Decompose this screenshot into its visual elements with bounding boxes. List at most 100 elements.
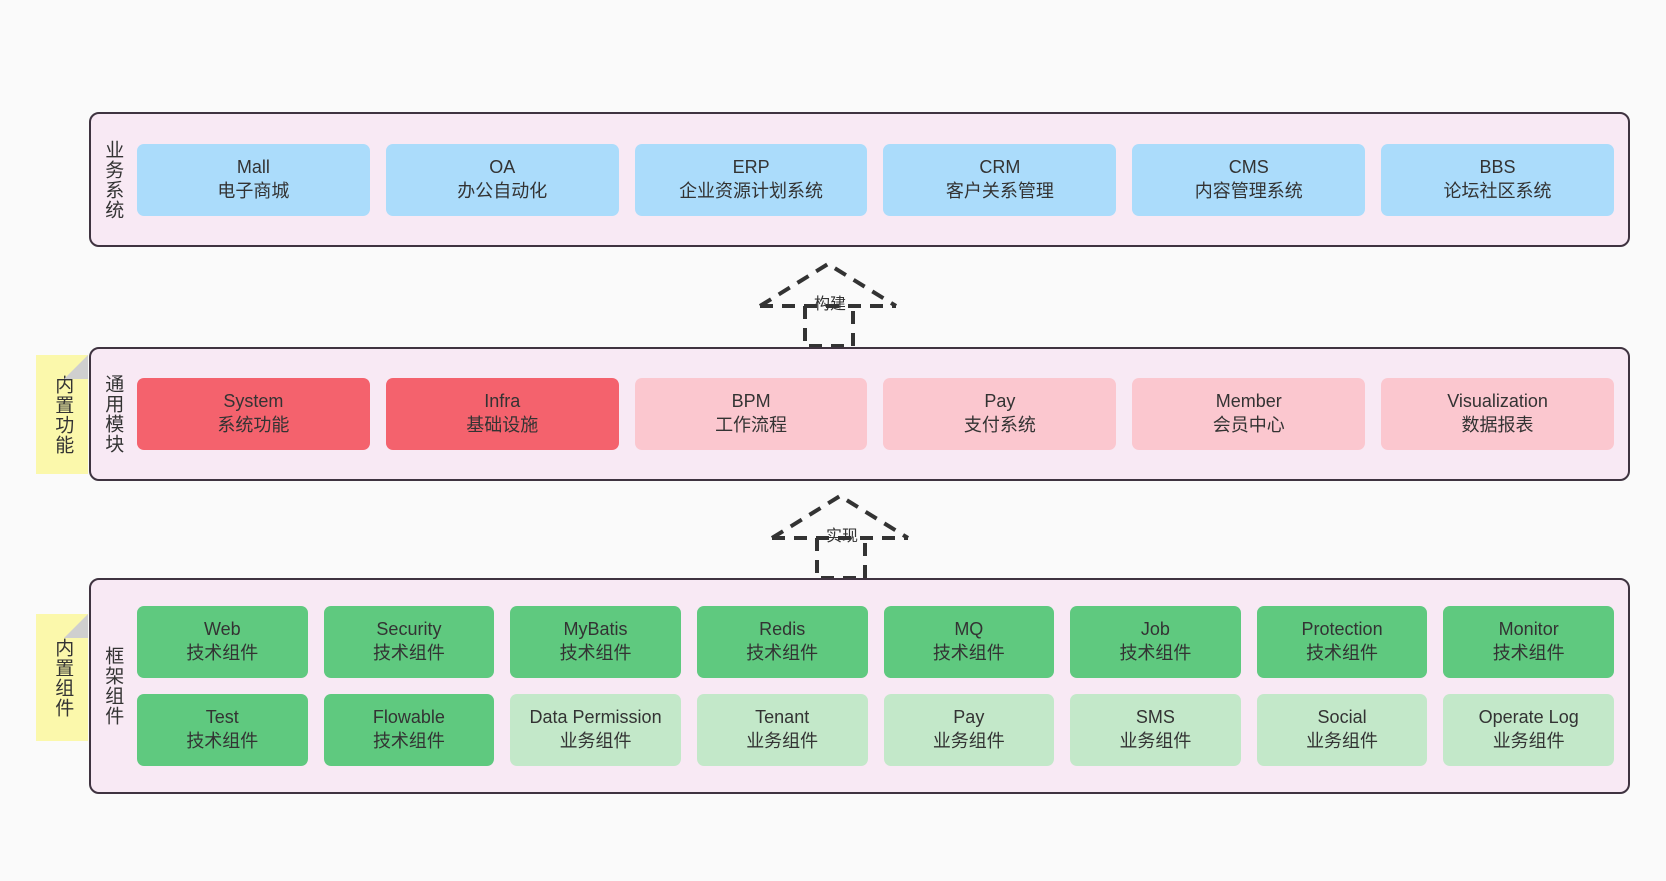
note-builtin-function: 内置功能 <box>36 355 88 474</box>
layer-body-common-module: System 系统功能 Infra 基础设施 BPM 工作流程 Pay 支付系统… <box>133 349 1628 479</box>
card-protection[interactable]: Protection 技术组件 <box>1256 606 1428 678</box>
card-subtitle: 办公自动化 <box>457 180 548 201</box>
card-title: CRM <box>979 156 1021 177</box>
card-crm[interactable]: CRM 客户关系管理 <box>883 143 1117 216</box>
card-title: Tenant <box>755 707 810 728</box>
card-web[interactable]: Web 技术组件 <box>137 606 308 678</box>
card-subtitle: 业务组件 <box>932 731 1005 751</box>
card-title: Data Permission <box>529 707 662 728</box>
card-redis[interactable]: Redis 技术组件 <box>696 606 868 678</box>
layer-common-module: 通用模块 System 系统功能 Infra 基础设施 BPM 工作流程 Pay… <box>89 347 1630 481</box>
card-title: Operate Log <box>1478 707 1579 728</box>
card-subtitle: 工作流程 <box>715 415 788 435</box>
card-title: MQ <box>954 619 984 640</box>
generalization-arrow-icon <box>770 493 910 580</box>
card-row: System 系统功能 Infra 基础设施 BPM 工作流程 Pay 支付系统… <box>137 378 1614 450</box>
card-row: Mall 电子商城 OA 办公自动化 ERP 企业资源计划系统 CRM 客户关系… <box>137 143 1614 216</box>
card-mybatis[interactable]: MyBatis 技术组件 <box>510 606 681 678</box>
card-title: Pay <box>984 391 1016 412</box>
card-subtitle: 客户关系管理 <box>945 180 1054 201</box>
card-subtitle: 技术组件 <box>1306 643 1379 663</box>
card-subtitle: 数据报表 <box>1461 415 1534 435</box>
card-title: Test <box>205 707 239 728</box>
card-monitor[interactable]: Monitor 技术组件 <box>1443 606 1614 678</box>
card-infra[interactable]: Infra 基础设施 <box>385 378 619 450</box>
card-test[interactable]: Test 技术组件 <box>137 694 308 766</box>
card-subtitle: 业务组件 <box>1119 731 1192 751</box>
card-title: Job <box>1140 619 1170 640</box>
card-title: Infra <box>484 391 521 412</box>
card-subtitle: 基础设施 <box>466 415 539 435</box>
layer-body-framework-component: Web 技术组件 Security 技术组件 MyBatis 技术组件 Redi… <box>133 580 1628 792</box>
connector-label-implement: 实现 <box>826 528 859 545</box>
card-subtitle: 技术组件 <box>1119 643 1192 663</box>
card-flowable[interactable]: Flowable 技术组件 <box>323 694 495 766</box>
connector-label-build: 构建 <box>814 296 847 313</box>
connector-implement: 实现 <box>762 488 932 580</box>
card-subtitle: 技术组件 <box>372 643 445 663</box>
card-subtitle: 企业资源计划系统 <box>679 180 824 201</box>
card-title: Social <box>1317 707 1367 728</box>
card-subtitle: 技术组件 <box>1492 643 1565 663</box>
card-social[interactable]: Social 业务组件 <box>1256 694 1428 766</box>
card-subtitle: 业务组件 <box>559 731 632 751</box>
card-title: Flowable <box>372 707 445 728</box>
card-title: MyBatis <box>563 619 628 640</box>
layer-framework-component: 框架组件 Web 技术组件 Security 技术组件 MyBatis 技术组件… <box>89 578 1630 794</box>
card-job[interactable]: Job 技术组件 <box>1070 606 1241 678</box>
card-data-permission[interactable]: Data Permission 业务组件 <box>510 694 681 766</box>
card-title: OA <box>489 156 516 177</box>
card-mall[interactable]: Mall 电子商城 <box>137 143 370 216</box>
card-title: SMS <box>1135 707 1175 728</box>
card-title: Pay <box>953 707 985 728</box>
card-subtitle: 业务组件 <box>1306 731 1379 751</box>
layer-title-business-system: 业务系统 <box>102 139 124 220</box>
card-bpm[interactable]: BPM 工作流程 <box>634 378 868 450</box>
card-title: ERP <box>732 156 770 177</box>
card-bbs[interactable]: BBS 论坛社区系统 <box>1381 143 1614 216</box>
card-title: BPM <box>731 391 771 412</box>
card-system[interactable]: System 系统功能 <box>137 378 370 450</box>
card-subtitle: 技术组件 <box>372 731 445 751</box>
card-mq[interactable]: MQ 技术组件 <box>883 606 1055 678</box>
card-title: CMS <box>1228 156 1269 177</box>
card-cms[interactable]: CMS 内容管理系统 <box>1132 143 1366 216</box>
note-text: 内置组件 <box>52 637 74 718</box>
card-subtitle: 支付系统 <box>963 415 1036 435</box>
generalization-arrow-icon <box>758 261 898 348</box>
card-tenant[interactable]: Tenant 业务组件 <box>696 694 868 766</box>
card-subtitle: 业务组件 <box>746 731 819 751</box>
card-title: Monitor <box>1498 619 1559 640</box>
card-title: Security <box>376 619 442 640</box>
card-erp[interactable]: ERP 企业资源计划系统 <box>634 143 868 216</box>
card-operate-log[interactable]: Operate Log 业务组件 <box>1443 694 1614 766</box>
card-subtitle: 论坛社区系统 <box>1443 180 1552 201</box>
note-builtin-component: 内置组件 <box>36 614 88 741</box>
card-subtitle: 内容管理系统 <box>1194 180 1303 201</box>
card-pay[interactable]: Pay 支付系统 <box>883 378 1117 450</box>
card-subtitle: 系统功能 <box>217 415 290 435</box>
card-oa[interactable]: OA 办公自动化 <box>385 143 619 216</box>
card-subtitle: 会员中心 <box>1212 415 1285 435</box>
card-row: Test 技术组件 Flowable 技术组件 Data Permission … <box>137 694 1614 766</box>
card-title: Member <box>1215 391 1282 412</box>
card-title: Protection <box>1301 619 1383 640</box>
card-visualization[interactable]: Visualization 数据报表 <box>1381 378 1614 450</box>
card-pay-component[interactable]: Pay 业务组件 <box>883 694 1055 766</box>
card-row: Web 技术组件 Security 技术组件 MyBatis 技术组件 Redi… <box>137 606 1614 678</box>
layer-title-common-module: 通用模块 <box>102 374 124 454</box>
card-title: Mall <box>236 156 270 177</box>
card-subtitle: 技术组件 <box>186 643 259 663</box>
card-security[interactable]: Security 技术组件 <box>323 606 495 678</box>
card-member[interactable]: Member 会员中心 <box>1132 378 1366 450</box>
card-subtitle: 技术组件 <box>746 643 819 663</box>
layer-body-business-system: Mall 电子商城 OA 办公自动化 ERP 企业资源计划系统 CRM 客户关系… <box>133 114 1628 245</box>
card-title: Web <box>203 619 241 640</box>
card-title: Visualization <box>1447 391 1548 412</box>
card-subtitle: 业务组件 <box>1492 731 1565 751</box>
layer-business-system: 业务系统 Mall 电子商城 OA 办公自动化 ERP 企业资源计划系统 CRM… <box>89 112 1630 247</box>
note-text: 内置功能 <box>52 374 74 455</box>
card-sms[interactable]: SMS 业务组件 <box>1070 694 1241 766</box>
card-subtitle: 电子商城 <box>217 180 290 201</box>
